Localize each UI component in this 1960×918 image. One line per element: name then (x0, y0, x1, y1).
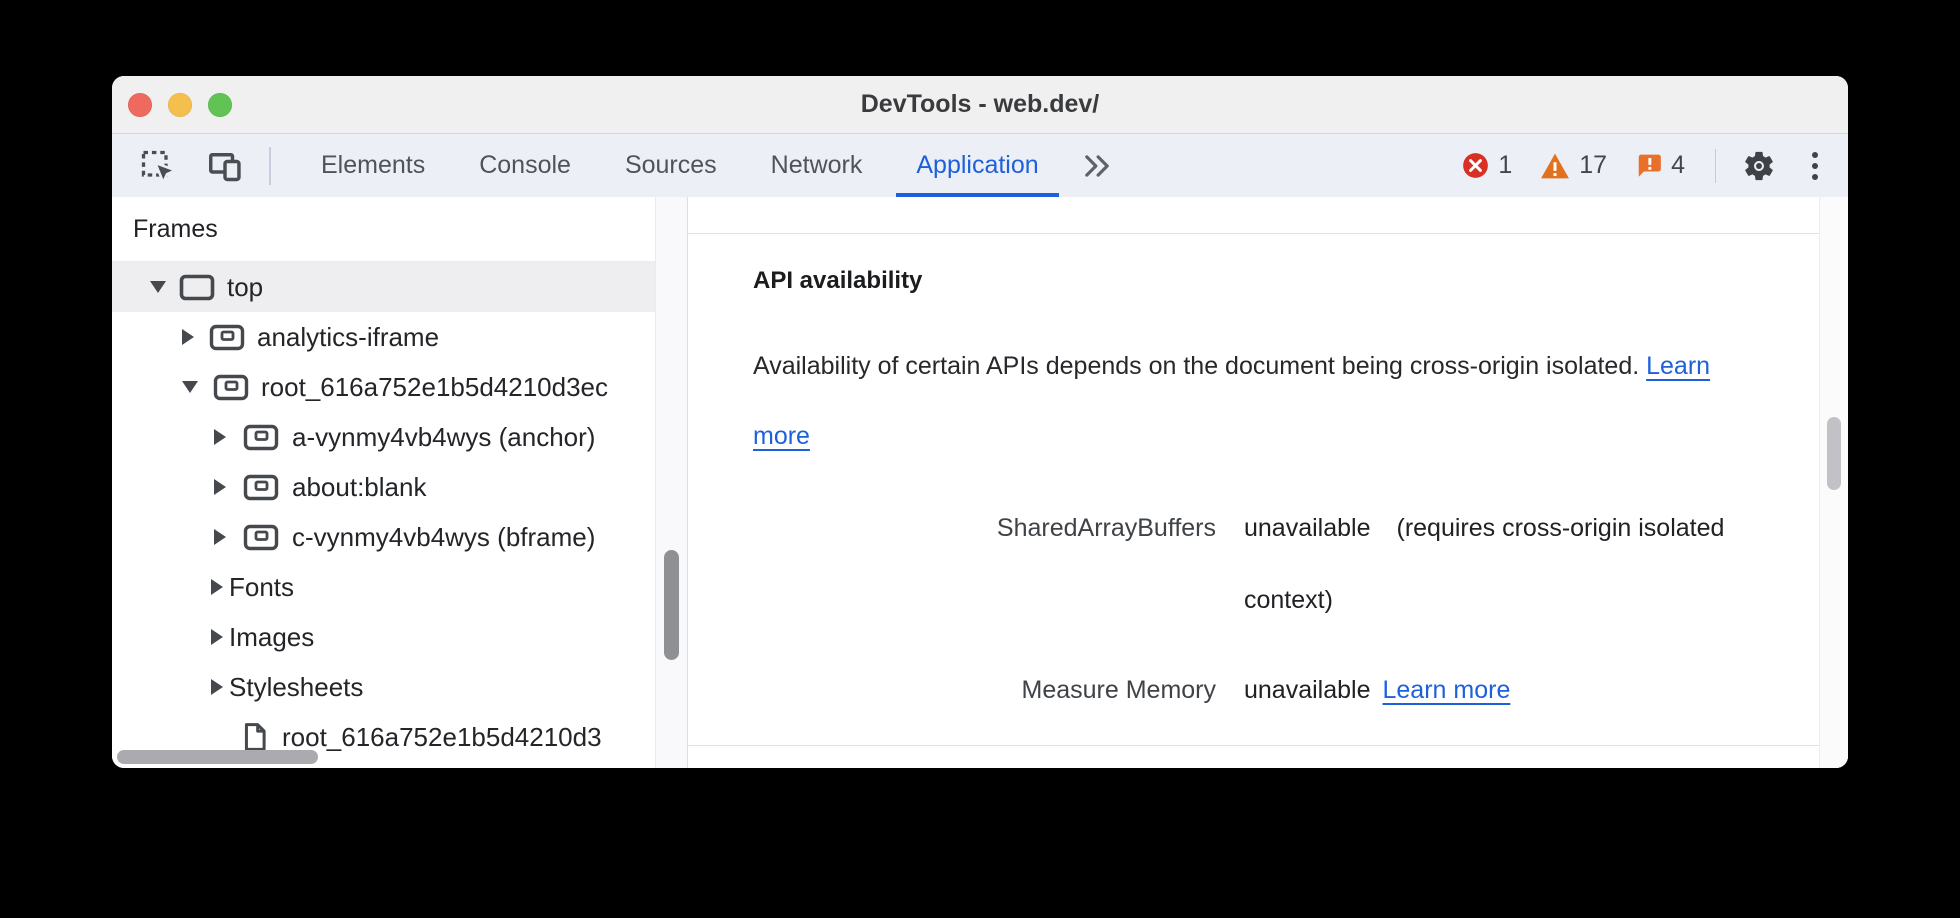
sidebar-scrollbar-track[interactable] (655, 197, 687, 768)
toolbar-status-cluster: 1 17 (1462, 134, 1822, 197)
window-frame-icon (179, 274, 215, 301)
more-tabs-button[interactable] (1080, 134, 1114, 197)
frame-tree-item-root-frame[interactable]: root_616a752e1b5d4210d3ec (112, 362, 655, 412)
error-icon (1462, 152, 1489, 179)
warnings-badge[interactable]: 17 (1540, 151, 1607, 180)
expand-arrow-icon[interactable] (182, 329, 194, 345)
tab-network[interactable]: Network (770, 151, 863, 179)
toolbar-divider (1715, 148, 1716, 183)
document-icon (242, 722, 268, 752)
api-availability-table: SharedArrayBuffers unavailable(requires … (688, 492, 1764, 726)
tree-item-images[interactable]: Images (112, 612, 655, 662)
window-title: DevTools - web.dev/ (860, 90, 1100, 118)
sidebar-vertical-scrollbar-thumb[interactable] (664, 550, 679, 660)
double-chevron-right-icon (1080, 152, 1114, 180)
section-divider (688, 745, 1819, 746)
api-name: SharedArrayBuffers (996, 514, 1216, 542)
application-sidebar: Frames top analytics-iframe root_616a752… (112, 197, 655, 768)
main-vertical-scrollbar-thumb[interactable] (1827, 417, 1841, 490)
learn-more-link[interactable]: Learn more (753, 352, 1711, 450)
api-availability-heading: API availability (753, 267, 923, 294)
tree-item-fonts[interactable]: Fonts (112, 562, 655, 612)
titlebar: DevTools - web.dev/ (112, 76, 1848, 134)
error-count: 1 (1498, 151, 1513, 179)
warning-icon (1540, 152, 1570, 180)
settings-button[interactable] (1742, 149, 1776, 183)
collapse-arrow-icon[interactable] (150, 281, 166, 293)
iframe-icon (213, 374, 249, 401)
collapse-arrow-icon[interactable] (182, 381, 198, 393)
issues-badge[interactable]: 4 (1635, 151, 1685, 180)
learn-more-link[interactable]: Learn more (1382, 676, 1511, 704)
expand-arrow-icon[interactable] (211, 679, 223, 695)
inspect-cursor-icon (139, 148, 175, 184)
toggle-device-toolbar-button[interactable] (200, 134, 250, 197)
frames-section-header: Frames (112, 197, 655, 262)
iframe-icon (243, 524, 279, 551)
devtools-toolbar: Elements Console Sources Network Applica… (112, 134, 1848, 198)
errors-badge[interactable]: 1 (1462, 151, 1512, 180)
frame-tree-item-analytics-iframe[interactable]: analytics-iframe (112, 312, 655, 362)
api-availability-description: Availability of certain APIs depends on … (753, 352, 1711, 450)
main-scrollbar-track[interactable] (1819, 197, 1848, 768)
api-status: unavailable(requires cross-origin isolat… (1244, 514, 1725, 614)
issues-icon (1635, 152, 1662, 179)
iframe-icon (243, 474, 279, 501)
section-divider (688, 233, 1819, 234)
iframe-icon (243, 424, 279, 451)
expand-arrow-icon[interactable] (214, 529, 226, 545)
more-options-button[interactable] (1808, 148, 1822, 184)
issues-count: 4 (1671, 151, 1685, 179)
tab-console[interactable]: Console (479, 151, 571, 179)
frame-tree-item-about-blank[interactable]: about:blank (112, 462, 655, 512)
expand-arrow-icon[interactable] (214, 479, 226, 495)
table-row: SharedArrayBuffers unavailable(requires … (688, 492, 1764, 636)
close-window-button[interactable] (128, 93, 152, 117)
device-toolbar-icon (206, 148, 244, 184)
sidebar-horizontal-scrollbar-thumb[interactable] (117, 750, 318, 764)
tree-item-root-document[interactable]: root_616a752e1b5d4210d3 (112, 712, 655, 762)
tab-elements[interactable]: Elements (321, 151, 426, 179)
zoom-window-button[interactable] (208, 93, 232, 117)
gear-icon (1742, 149, 1776, 183)
toolbar-divider (269, 147, 271, 185)
tree-item-stylesheets[interactable]: Stylesheets (112, 662, 655, 712)
warning-count: 17 (1579, 151, 1608, 179)
expand-arrow-icon[interactable] (211, 579, 223, 595)
frame-details-report: API availability Availability of certain… (687, 197, 1848, 768)
minimize-window-button[interactable] (168, 93, 192, 117)
inspect-element-button[interactable] (134, 134, 180, 197)
expand-arrow-icon[interactable] (214, 429, 226, 445)
iframe-icon (209, 324, 245, 351)
frames-section-title: Frames (133, 215, 218, 243)
frame-tree-item-bframe[interactable]: c-vynmy4vb4wys (bframe) (112, 512, 655, 562)
tab-application[interactable]: Application (889, 134, 1065, 197)
devtools-window: DevTools - web.dev/ Elements (112, 76, 1848, 768)
expand-arrow-icon[interactable] (211, 629, 223, 645)
tab-sources[interactable]: Sources (624, 151, 717, 179)
frame-tree-item-anchor-frame[interactable]: a-vynmy4vb4wys (anchor) (112, 412, 655, 462)
frame-tree-item-top[interactable]: top (112, 262, 655, 312)
panel-tabs: Elements Console Sources Network Applica… (294, 134, 1114, 197)
api-name: Measure Memory (1021, 676, 1217, 704)
